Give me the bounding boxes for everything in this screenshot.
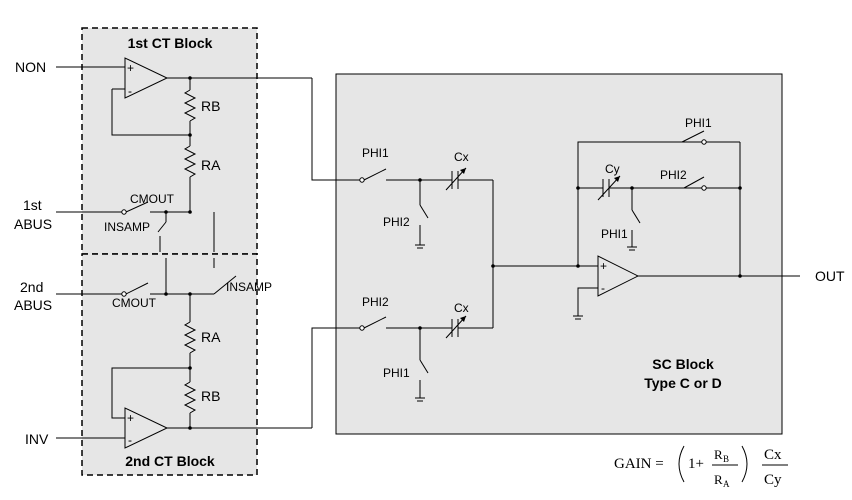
- ct2-rb-label: RB: [201, 388, 220, 404]
- ct1-rb-label: RB: [201, 98, 220, 114]
- ct-block-2-circuit: + -: [56, 258, 312, 449]
- ct2-cmout-label: CMOUT: [112, 296, 157, 310]
- input-abus2-line1: 2nd: [20, 279, 43, 295]
- ct-block-2-title: 2nd CT Block: [125, 453, 215, 469]
- sc-opamp-plus: +: [600, 259, 607, 273]
- sc-block-frame: [335, 73, 783, 435]
- gain-cx: Cx: [764, 447, 782, 463]
- sc-block-title-line2: Type C or D: [644, 375, 722, 391]
- ct2-cmout-switch: [125, 282, 149, 295]
- gain-lhs: GAIN =: [614, 456, 664, 472]
- sc-cy-label: Cy: [605, 162, 620, 176]
- sc-phi2-top-shunt-switch: [419, 204, 429, 219]
- sc-phi1-bottom-shunt-label: PHI1: [383, 366, 410, 380]
- sc-cx-bottom-label: Cx: [454, 301, 469, 315]
- ct1-rb-resistor: [183, 89, 197, 122]
- sc-phi1-top-label: PHI1: [362, 146, 389, 160]
- sc-opamp-symbol: [597, 255, 640, 297]
- ct2-ra-resistor: [183, 321, 197, 354]
- ct2-rb-resistor: [183, 381, 197, 414]
- sc-phi2-top-shunt-label: PHI2: [383, 215, 410, 229]
- gain-ra-main: R: [714, 472, 723, 487]
- sc-block-title-line1: SC Block: [652, 356, 714, 372]
- input-inv-label: INV: [25, 431, 49, 447]
- ct-block-1-title: 1st CT Block: [128, 35, 213, 51]
- ct2-opamp-symbol: [124, 407, 169, 449]
- ct1-insamp-label: INSAMP: [104, 220, 150, 234]
- sc-phi2-feedback-switch: [683, 176, 705, 189]
- ct1-ra-resistor: [183, 145, 197, 178]
- ct1-opamp-minus: -: [128, 84, 132, 98]
- sc-phi1-top-switch: [363, 168, 387, 181]
- sc-phi1-feedback-switch: [681, 130, 705, 143]
- ct1-cmout-label: CMOUT: [130, 192, 175, 206]
- input-abus1-line1: 1st: [23, 197, 42, 213]
- ct1-cmout-switch: [125, 201, 149, 213]
- sc-opamp-minus: -: [601, 281, 605, 295]
- sc-phi2-bottom-switch: [363, 316, 387, 329]
- gain-cy: Cy: [764, 472, 782, 488]
- ct2-insamp-label: INSAMP: [226, 280, 272, 294]
- input-non-label: NON: [15, 59, 46, 75]
- gain-ra-sub: A: [723, 479, 730, 489]
- sc-phi2-feedback-label: PHI2: [660, 168, 687, 182]
- sc-phi1-cy-shunt-switch: [631, 209, 641, 224]
- ct-block-1-frame: [81, 27, 258, 255]
- ct2-opamp-plus: +: [127, 411, 134, 425]
- sc-phi1-feedback-label: PHI1: [685, 116, 712, 130]
- sc-cx-top-label: Cx: [454, 150, 469, 164]
- ct2-opamp-minus: -: [128, 433, 132, 447]
- ct1-insamp-switch: [157, 221, 167, 233]
- ct1-ra-label: RA: [201, 157, 221, 173]
- ct-block-1-circuit: + -: [56, 57, 312, 252]
- output-label: OUT: [815, 268, 845, 284]
- sc-phi1-cy-shunt-label: PHI1: [601, 227, 628, 241]
- gain-one-plus: 1+: [688, 456, 704, 472]
- gain-rb-main: R: [714, 447, 723, 462]
- ct2-ra-label: RA: [201, 329, 221, 345]
- input-abus2-line2: ABUS: [14, 297, 52, 313]
- gain-rb-sub: B: [723, 454, 729, 464]
- ct2-insamp-switch: [213, 275, 237, 295]
- sc-block-circuit: + -: [311, 78, 800, 428]
- ct1-opamp-symbol: [124, 57, 169, 99]
- gain-formula: GAIN = 1+ R B R A Cx Cy: [614, 445, 788, 489]
- input-abus1-line2: ABUS: [14, 216, 52, 232]
- sc-phi2-bottom-label: PHI2: [362, 295, 389, 309]
- sc-phi1-bottom-shunt-switch: [419, 359, 429, 374]
- ct1-opamp-plus: +: [127, 61, 134, 75]
